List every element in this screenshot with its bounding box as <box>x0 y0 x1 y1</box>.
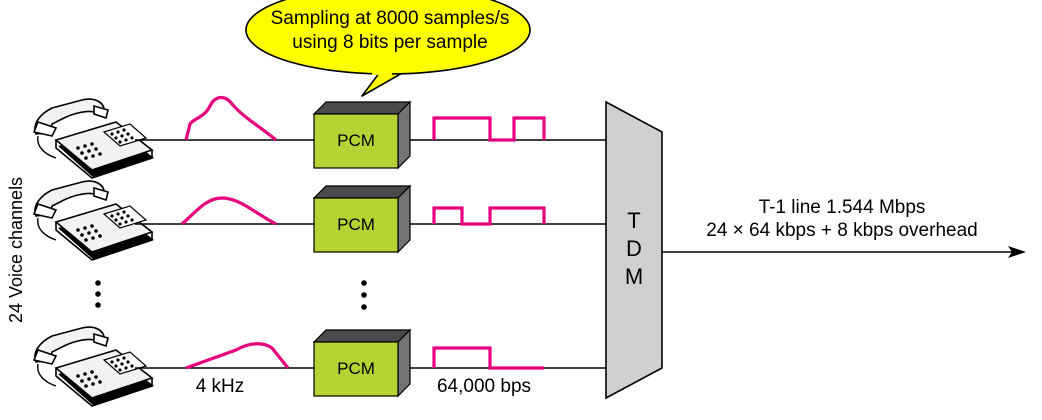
digital-rate-label: 64,000 bps <box>437 376 531 397</box>
tdm-shape <box>605 100 663 400</box>
telephone-icon <box>33 180 155 261</box>
pcm-label: PCM <box>337 131 375 150</box>
vertical-ellipsis-icon <box>95 280 101 308</box>
sampling-callout: Sampling at 8000 samples/s using 8 bits … <box>245 0 531 97</box>
t1-composition-label: 24 × 64 kbps + 8 kbps overhead <box>706 220 977 241</box>
tdm-letter-m: M <box>625 264 643 289</box>
telephone-icon <box>33 98 155 179</box>
callout-line-1: Sampling at 8000 samples/s <box>271 8 510 29</box>
vertical-ellipsis-icon <box>361 280 367 310</box>
arrowhead-icon <box>1008 246 1026 258</box>
channel-2: PCM <box>33 180 606 261</box>
analog-signal <box>180 196 277 226</box>
callout-pointer <box>361 71 405 97</box>
voice-channels-label: 24 Voice channels <box>6 177 26 323</box>
callout-line-2: using 8 bits per sample <box>292 32 487 53</box>
t1-rate-label: T-1 line 1.544 Mbps <box>759 197 926 218</box>
pcm-label: PCM <box>337 215 375 234</box>
tdm-letter-t: T <box>627 208 640 233</box>
digital-signal <box>432 346 544 370</box>
analog-bandwidth-label: 4 kHz <box>196 376 245 397</box>
telephone-icon <box>33 326 155 407</box>
tdm-multiplexer: T D M <box>605 100 663 400</box>
analog-signal <box>185 342 290 370</box>
channel-24: PCM 4 kHz 64,000 bps <box>33 326 606 407</box>
analog-signal <box>184 95 278 142</box>
pcm-label: PCM <box>337 359 375 378</box>
t1-output: T-1 line 1.544 Mbps 24 × 64 kbps + 8 kbp… <box>662 197 1026 258</box>
digital-signal <box>432 116 546 142</box>
channel-1: PCM <box>33 95 606 179</box>
tdm-letter-d: D <box>626 236 642 261</box>
digital-signal <box>432 206 546 226</box>
